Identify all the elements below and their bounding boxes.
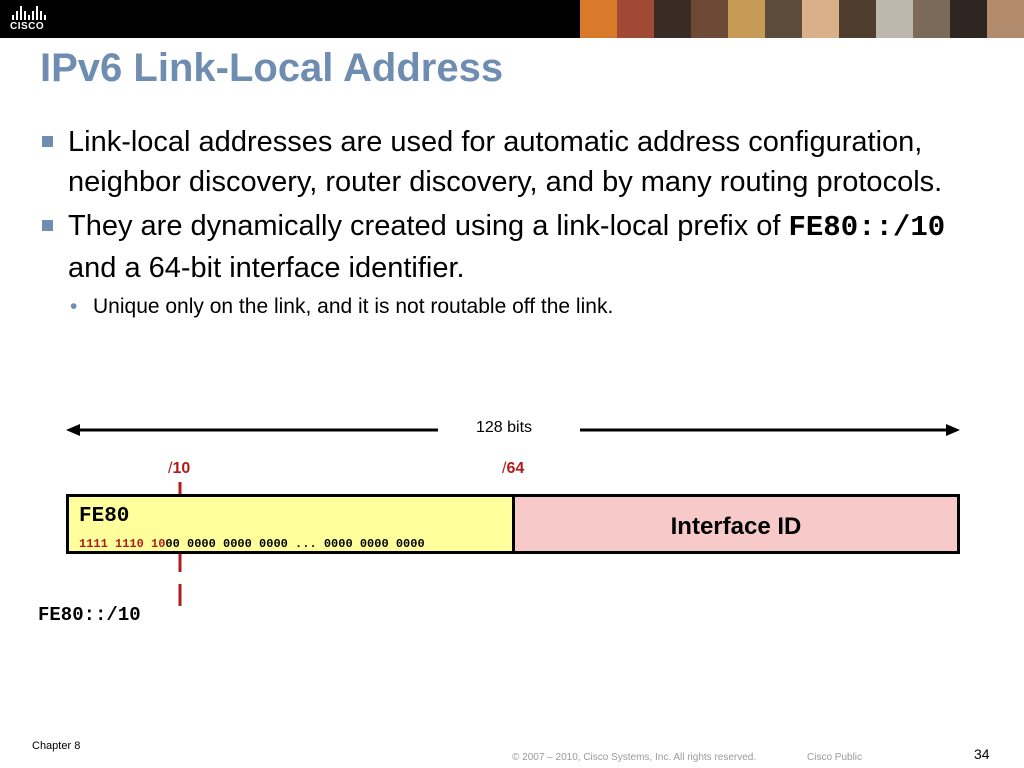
- page-number: 34: [974, 746, 990, 762]
- bullet-text-before: They are dynamically created using a lin…: [68, 210, 789, 242]
- header-photo: [691, 0, 728, 38]
- header-bar: CISCO: [0, 0, 1024, 38]
- interface-id-label: Interface ID: [670, 513, 802, 540]
- arrow-left-head-icon: [66, 424, 80, 436]
- prefix-field-box: FE80 1111 1110 1000 0000 0000 0000 ... 0…: [66, 494, 512, 554]
- bullet-list: Link-local addresses are used for automa…: [40, 122, 980, 322]
- marker-10-number: 10: [172, 460, 191, 477]
- footer-chapter: Chapter 8: [32, 740, 81, 752]
- binary-prefix-bits: 1111 1110 10: [79, 537, 166, 551]
- prefix-notation-label: FE80::/10: [38, 604, 141, 626]
- bullet-item: They are dynamically created using a lin…: [40, 206, 980, 288]
- bullet-text: Link-local addresses are used for automa…: [68, 126, 943, 198]
- header-photo: [839, 0, 876, 38]
- bullet-item: Link-local addresses are used for automa…: [40, 122, 980, 202]
- header-photo: [802, 0, 839, 38]
- cisco-logo: CISCO: [8, 4, 68, 34]
- marker-64-slash: /: [502, 460, 507, 477]
- footer-copyright: © 2007 – 2010, Cisco Systems, Inc. All r…: [512, 752, 757, 763]
- header-photo: [987, 0, 1024, 38]
- prefix-hex-label: FE80: [79, 505, 130, 528]
- header-photo: [950, 0, 987, 38]
- square-bullet-icon: [42, 220, 53, 231]
- prefix-length-10-marker: /10: [168, 460, 190, 478]
- sub-bullet-item: • Unique only on the link, and it is not…: [40, 292, 980, 322]
- binary-remaining-bits: 00 0000 0000 0000 ... 0000 0000 0000: [165, 537, 425, 551]
- header-photo: [617, 0, 654, 38]
- header-photo: [765, 0, 802, 38]
- prefix-binary: 1111 1110 1000 0000 0000 0000 ... 0000 0…: [79, 537, 425, 551]
- header-photo: [913, 0, 950, 38]
- sub-bullet-text: Unique only on the link, and it is not r…: [93, 295, 614, 318]
- header-photo: [580, 0, 617, 38]
- header-photo: [728, 0, 765, 38]
- bullet-code: FE80::/10: [788, 211, 946, 244]
- slide-title: IPv6 Link-Local Address: [40, 46, 504, 90]
- marker-64-number: 64: [506, 460, 525, 477]
- cisco-logo-text: CISCO: [10, 21, 45, 32]
- bullet-text-after: and a 64-bit interface identifier.: [68, 252, 465, 284]
- header-photo: [654, 0, 691, 38]
- header-photo: [876, 0, 913, 38]
- header-photo-strip: [580, 0, 1024, 38]
- arrow-right-head-icon: [946, 424, 960, 436]
- interface-id-field-box: Interface ID: [512, 494, 960, 554]
- square-bullet-icon: [42, 136, 53, 147]
- marker-10-slash: /: [168, 460, 173, 477]
- cisco-logo-bars-icon: [12, 6, 46, 20]
- footer-classification: Cisco Public: [807, 752, 863, 763]
- dot-bullet-icon: •: [70, 295, 78, 318]
- prefix-length-64-marker: /64: [502, 460, 524, 478]
- bit-length-label: 128 bits: [476, 419, 533, 436]
